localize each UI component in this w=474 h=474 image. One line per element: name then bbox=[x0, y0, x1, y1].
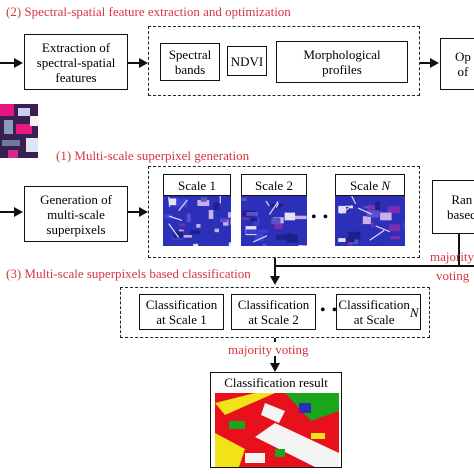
random-forest-vertical-line bbox=[458, 234, 460, 266]
extraction-box: Extraction of spectral-spatial features bbox=[24, 34, 128, 90]
superpixel-image-scale-1 bbox=[163, 196, 231, 246]
arrow-features-to-optimization-head bbox=[430, 57, 439, 68]
voting-label-right: voting bbox=[436, 268, 470, 283]
classification-map bbox=[215, 393, 339, 467]
majority-label-right: majority bbox=[430, 249, 474, 264]
morphological-profiles-box: Morphological profiles bbox=[276, 41, 408, 83]
majority-voting-label: majority voting bbox=[227, 342, 310, 358]
superpixel-image-scale-n bbox=[335, 196, 405, 246]
scale-n-box: Scale N bbox=[335, 174, 405, 196]
feature-optimization-box-partial: Op of bbox=[440, 38, 474, 90]
arrow-generation-to-scales-head bbox=[139, 206, 148, 217]
voting-to-result-head bbox=[269, 363, 280, 372]
arrow-extraction-to-features-line bbox=[128, 62, 140, 64]
input-arrow-head-2 bbox=[14, 206, 23, 217]
classification-scale-1-box: Classification at Scale 1 bbox=[139, 294, 224, 330]
section-3-title: (3) Multi-scale superpixels based classi… bbox=[6, 266, 251, 281]
input-arrow-line-2 bbox=[0, 211, 15, 213]
scales-ellipsis: • • • bbox=[311, 209, 341, 226]
classification-scale-2-box: Classification at Scale 2 bbox=[231, 294, 316, 330]
arrow-features-to-optimization-line bbox=[420, 62, 431, 64]
ndvi-box: NDVI bbox=[227, 46, 267, 76]
scales-to-classification-line bbox=[274, 258, 276, 276]
scales-to-classification-head bbox=[269, 276, 280, 285]
arrow-extraction-to-features-head bbox=[139, 57, 148, 68]
scales-group bbox=[148, 166, 420, 258]
spectral-bands-box: Spectral bands bbox=[160, 43, 220, 81]
generation-box: Generation of multi-scale superpixels bbox=[24, 186, 128, 242]
input-arrow-line-1 bbox=[0, 62, 15, 64]
voting-to-result-line bbox=[274, 356, 276, 364]
classification-result-title: Classification result bbox=[224, 375, 328, 390]
features-group bbox=[148, 26, 420, 96]
classification-result-box: Classification result bbox=[210, 372, 342, 468]
arrow-generation-to-scales-line bbox=[128, 211, 140, 213]
section-1-title: (1) Multi-scale superpixel generation bbox=[56, 148, 250, 163]
classification-scale-n-box: Classification at Scale N bbox=[336, 294, 421, 330]
random-forest-box-partial: Ran based bbox=[432, 180, 474, 234]
random-forest-feedback-line bbox=[275, 265, 474, 267]
input-arrow-head-1 bbox=[14, 57, 23, 68]
classification-group bbox=[120, 287, 430, 338]
scale-n-label: Scale N bbox=[349, 177, 391, 193]
section-2-title: (2) Spectral-spatial feature extraction … bbox=[6, 4, 291, 19]
scale-1-box: Scale 1 bbox=[163, 174, 231, 196]
scale-2-box: Scale 2 bbox=[241, 174, 307, 196]
hyperspectral-image-thumbnail bbox=[0, 104, 38, 158]
superpixel-image-scale-2 bbox=[241, 196, 307, 246]
